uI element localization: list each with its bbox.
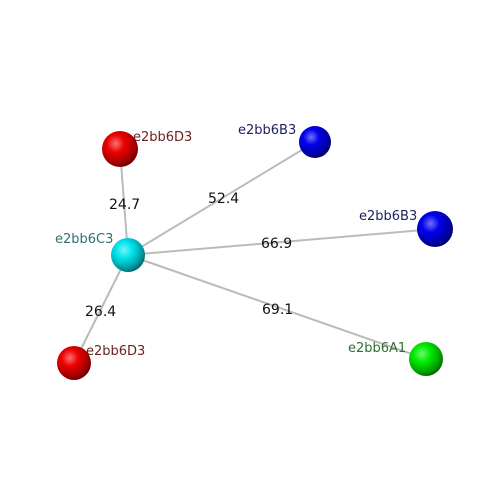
node-labels-layer: e2bb6C3 e2bb6D3 e2bb6B3 e2bb6B3 e2bb6D3 e2bb6… bbox=[55, 123, 417, 359]
node-b3a bbox=[299, 126, 331, 158]
node-label-c3: e2bb6C3 bbox=[55, 232, 113, 247]
edge-c3-d3b bbox=[73, 254, 129, 364]
edge-labels-layer: 24.7 52.4 66.9 26.4 69.1 bbox=[85, 191, 293, 320]
node-label-b3a: e2bb6B3 bbox=[238, 123, 296, 138]
node-label-d3a: e2bb6D3 bbox=[133, 130, 192, 145]
node-a1 bbox=[409, 342, 443, 376]
edge-label-c3-d3b: 26.4 bbox=[85, 304, 116, 320]
node-label-b3b: e2bb6B3 bbox=[359, 209, 417, 224]
node-label-d3b: e2bb6D3 bbox=[86, 344, 145, 359]
node-c3 bbox=[111, 238, 145, 272]
node-d3a bbox=[102, 131, 138, 167]
edge-c3-a1 bbox=[127, 254, 427, 360]
nodes-layer bbox=[57, 126, 453, 380]
edge-label-c3-d3a: 24.7 bbox=[109, 197, 140, 213]
edge-label-c3-b3a: 52.4 bbox=[208, 191, 239, 207]
node-label-a1: e2bb6A1 bbox=[348, 341, 406, 356]
edge-c3-b3a bbox=[127, 141, 316, 256]
edges-layer bbox=[73, 141, 436, 364]
edge-label-c3-b3b: 66.9 bbox=[261, 236, 292, 252]
edge-c3-b3b bbox=[127, 228, 436, 256]
node-d3b bbox=[57, 346, 91, 380]
node-b3b bbox=[417, 211, 453, 247]
edge-label-c3-a1: 69.1 bbox=[262, 302, 293, 318]
